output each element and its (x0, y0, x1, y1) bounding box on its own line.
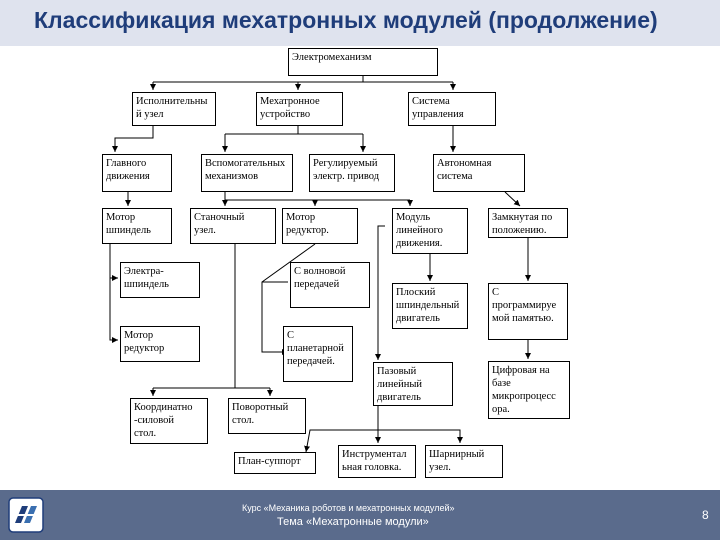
node-cross-slide: План-суппорт (234, 452, 316, 474)
node-main-motion: Главного движения (102, 154, 172, 192)
node-coordinate-table: Координатно -силовой стол. (130, 398, 208, 444)
node-tool-head: Инструментал ьная головка. (338, 445, 416, 478)
university-logo-icon (8, 497, 44, 533)
title-band (0, 0, 720, 46)
node-auxiliary: Вспомогательных механизмов (201, 154, 293, 192)
page-number: 8 (702, 508, 709, 522)
node-electromechanism: Электромеханизм (288, 48, 438, 76)
node-autonomous: Автономная система (433, 154, 525, 192)
node-spindle-motor: Мотор шпиндель (102, 208, 172, 244)
node-control-system: Система управления (408, 92, 496, 126)
node-rotary-table: Поворотный стол. (228, 398, 306, 434)
node-gear-motor: Мотор редуктор. (282, 208, 358, 244)
footer-topic: Тема «Мехатронные модули» (277, 516, 429, 528)
node-wave-gear: С волновой передачей (290, 262, 370, 308)
node-flat-spindle: Плоский шпиндельный двигатель (392, 283, 468, 329)
node-linear-module: Модуль линейного движения. (392, 208, 468, 254)
node-mechatronic-device: Мехатронное устройство (256, 92, 343, 126)
node-hinge-unit: Шарнирный узел. (425, 445, 503, 478)
node-programmable: С программируе мой памятью. (488, 283, 568, 340)
footer-course: Курс «Механика роботов и мехатронных мод… (242, 503, 455, 513)
node-electrospindle: Электра- шпиндель (120, 262, 200, 298)
slide-title: Классификация мехатронных модулей (продо… (34, 7, 658, 33)
node-digital-micro: Цифровая на базе микропроцесс ора. (488, 361, 570, 419)
node-regulated-drive: Регулируемый электр. привод (309, 154, 395, 192)
connector-lines (109, 76, 531, 453)
node-actuator-unit: Исполнительны й узел (132, 92, 216, 126)
node-planetary: С планетарной передачей. (283, 326, 353, 382)
node-machine-unit: Станочный узел. (190, 208, 276, 244)
node-closed-loop: Замкнутая по положению. (488, 208, 568, 238)
node-linear-motor: Пазовый линейный двигатель (373, 362, 453, 406)
node-motor-reducer: Мотор редуктор (120, 326, 200, 362)
footer-band (0, 490, 720, 540)
